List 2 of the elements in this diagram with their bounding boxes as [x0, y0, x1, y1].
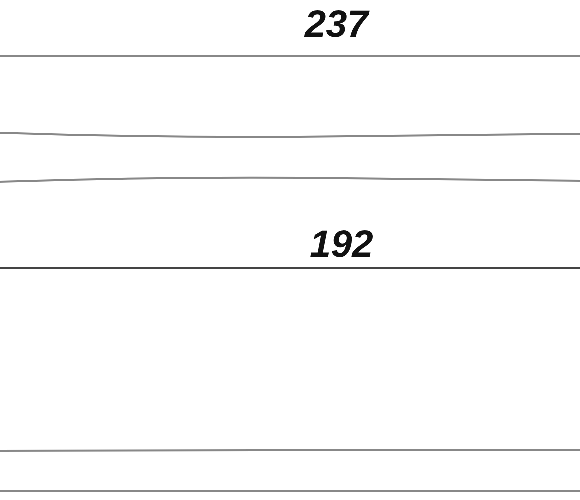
- dimension-label: 192: [310, 226, 374, 264]
- dimension-label: 237: [305, 6, 368, 44]
